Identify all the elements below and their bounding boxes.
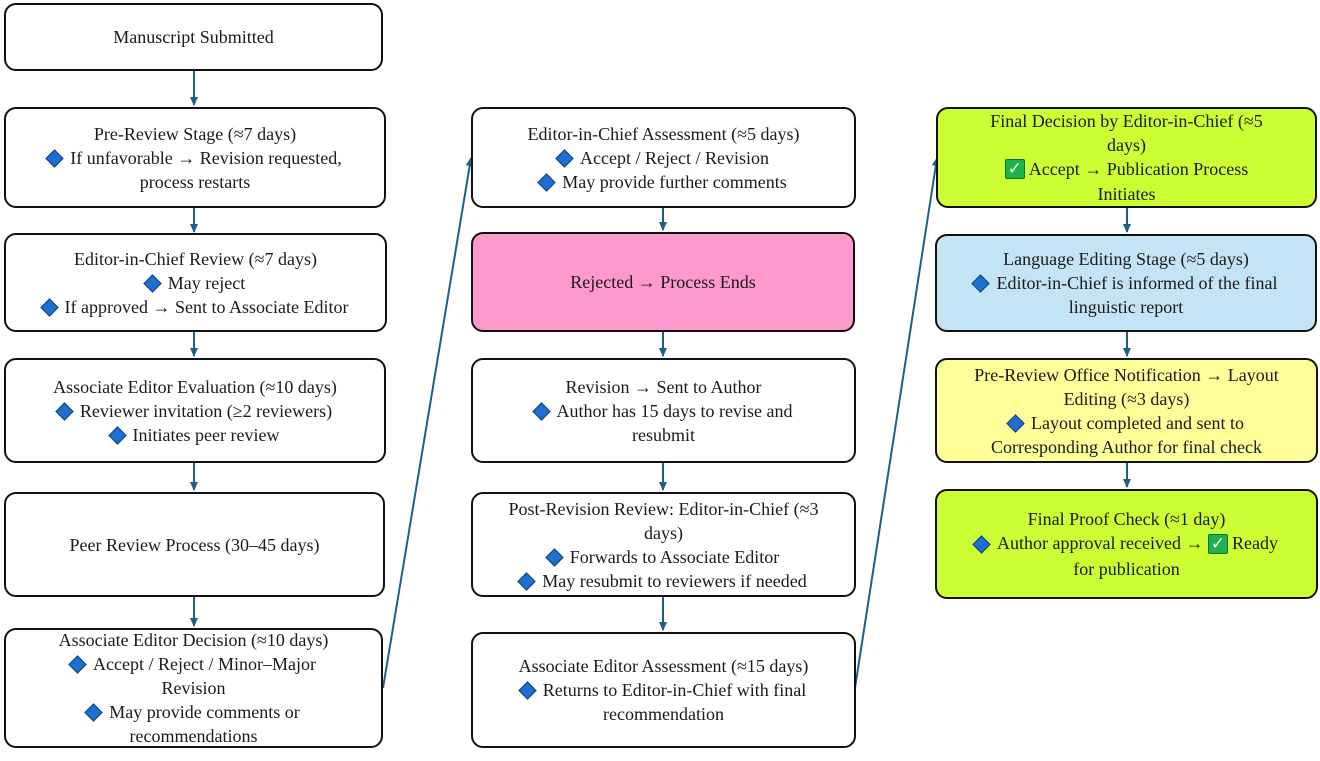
final-proof-box: Final Proof Check (≈1 day) Author approv… [935,489,1318,599]
bullet-line-cont: Corresponding Author for final check [991,436,1262,457]
arrow-col1-to-col2 [382,157,474,689]
box-title: Associate Editor Evaluation (≈10 days) [53,376,337,397]
diamond-bullet-icon [45,149,64,168]
check-line-cont: Initiates [1097,184,1156,205]
eic-assessment-box: Editor-in-Chief Assessment (≈5 days) Acc… [471,107,856,208]
manuscript-submitted-box: Manuscript Submitted [4,3,383,71]
checkmark-icon: ✓ [1004,159,1025,180]
bullet-line: Layout completed and sent to [1006,411,1244,435]
box-title: Language Editing Stage (≈5 days) [1003,249,1249,269]
bullet-line: Initiates peer review [107,423,279,447]
bullet-line: Editor-in-Chief is informed of the final [971,271,1278,295]
bullet-line: If unfavorable → Revision requested, [45,146,342,170]
peer-review-box: Peer Review Process (30–45 days) [4,492,385,597]
bullet-line-cont: resubmit [632,424,695,445]
box-title: Revision → Sent to Author [565,376,762,397]
box-title: Pre-Review Office Notification → Layout [974,364,1279,385]
box-title-cont: Editing (≈3 days) [1063,388,1190,409]
bullet-line: Forwards to Associate Editor [545,545,779,569]
diamond-bullet-icon [518,681,537,701]
ae-decision-box: Associate Editor Decision (≈10 days) Acc… [4,628,383,748]
box-title-cont: days) [644,522,683,543]
bullet-line-cont: Revision [161,678,226,698]
revision-box: Revision → Sent to Author Author has 15 … [471,358,856,463]
bullet-line: May provide further comments [537,170,787,194]
ae-assessment-box: Associate Editor Assessment (≈15 days) R… [471,632,856,748]
bullet-line: Accept / Reject / Minor–Major [68,652,316,676]
box-title: Pre-Review Stage (≈7 days) [93,123,297,144]
diamond-bullet-icon [531,402,551,421]
box-title-cont: days) [1107,134,1146,155]
diamond-bullet-icon [55,402,74,421]
box-title: Associate Editor Decision (≈10 days) [58,630,329,650]
box-title: Associate Editor Assessment (≈15 days) [518,656,809,676]
box-title: Peer Review Process (30–45 days) [69,534,320,555]
diamond-bullet-icon [107,426,127,445]
bullet-line-cont: recommendation [603,704,724,724]
post-revision-box: Post-Revision Review: Editor-in-Chief (≈… [471,492,856,597]
bullet-line: May provide comments or [84,700,300,724]
diamond-bullet-icon [537,173,556,192]
diamond-bullet-icon [68,655,87,675]
bullet-line: Author approval received → ✓Ready [972,531,1278,556]
diamond-bullet-icon [143,274,162,293]
diamond-bullet-icon [1006,414,1025,433]
diamond-bullet-icon [972,534,991,554]
rejected-box: Rejected → Process Ends [471,232,855,332]
diamond-bullet-icon [39,298,59,317]
bullet-line: Reviewer invitation (≥2 reviewers) [55,399,332,423]
bullet-line: May reject [143,271,245,295]
diamond-bullet-icon [545,548,564,567]
diamond-bullet-icon [971,274,991,294]
box-title: Rejected → Process Ends [570,272,756,292]
bullet-line: May resubmit to reviewers if needed [517,569,807,593]
language-editing-box: Language Editing Stage (≈5 days) Editor-… [935,234,1317,332]
final-decision-box: Final Decision by Editor-in-Chief (≈5 da… [936,107,1317,208]
bullet-line-cont: recommendations [129,726,258,746]
arrow-col2-to-col3 [854,157,940,689]
pre-review-stage-box: Pre-Review Stage (≈7 days) If unfavorabl… [4,107,386,208]
bullet-line: If approved → Sent to Associate Editor [39,295,348,319]
box-title: Post-Revision Review: Editor-in-Chief (≈… [508,498,819,519]
bullet-line: Author has 15 days to revise and [531,399,792,423]
bullet-line-cont: for publication [1073,558,1180,579]
bullet-line: Accept / Reject / Revision [555,146,769,170]
bullet-line-cont: process restarts [139,171,251,192]
bullet-line-cont: linguistic report [1068,297,1184,317]
check-line: ✓Accept → Publication Process [1004,157,1248,182]
diamond-bullet-icon [84,703,103,723]
checkmark-icon: ✓ [1207,533,1228,554]
bullet-line: Returns to Editor-in-Chief with final [518,678,806,702]
layout-editing-box: Pre-Review Office Notification → Layout … [935,358,1318,463]
diamond-bullet-icon [517,572,536,591]
box-title: Editor-in-Chief Assessment (≈5 days) [527,123,800,144]
ae-evaluation-box: Associate Editor Evaluation (≈10 days) R… [4,358,386,463]
box-title: Manuscript Submitted [113,27,274,47]
eic-review-box: Editor-in-Chief Review (≈7 days) May rej… [4,233,387,332]
diamond-bullet-icon [555,149,574,168]
box-title: Final Decision by Editor-in-Chief (≈5 [990,110,1263,131]
box-title: Final Proof Check (≈1 day) [1027,509,1226,530]
box-title: Editor-in-Chief Review (≈7 days) [74,248,317,269]
